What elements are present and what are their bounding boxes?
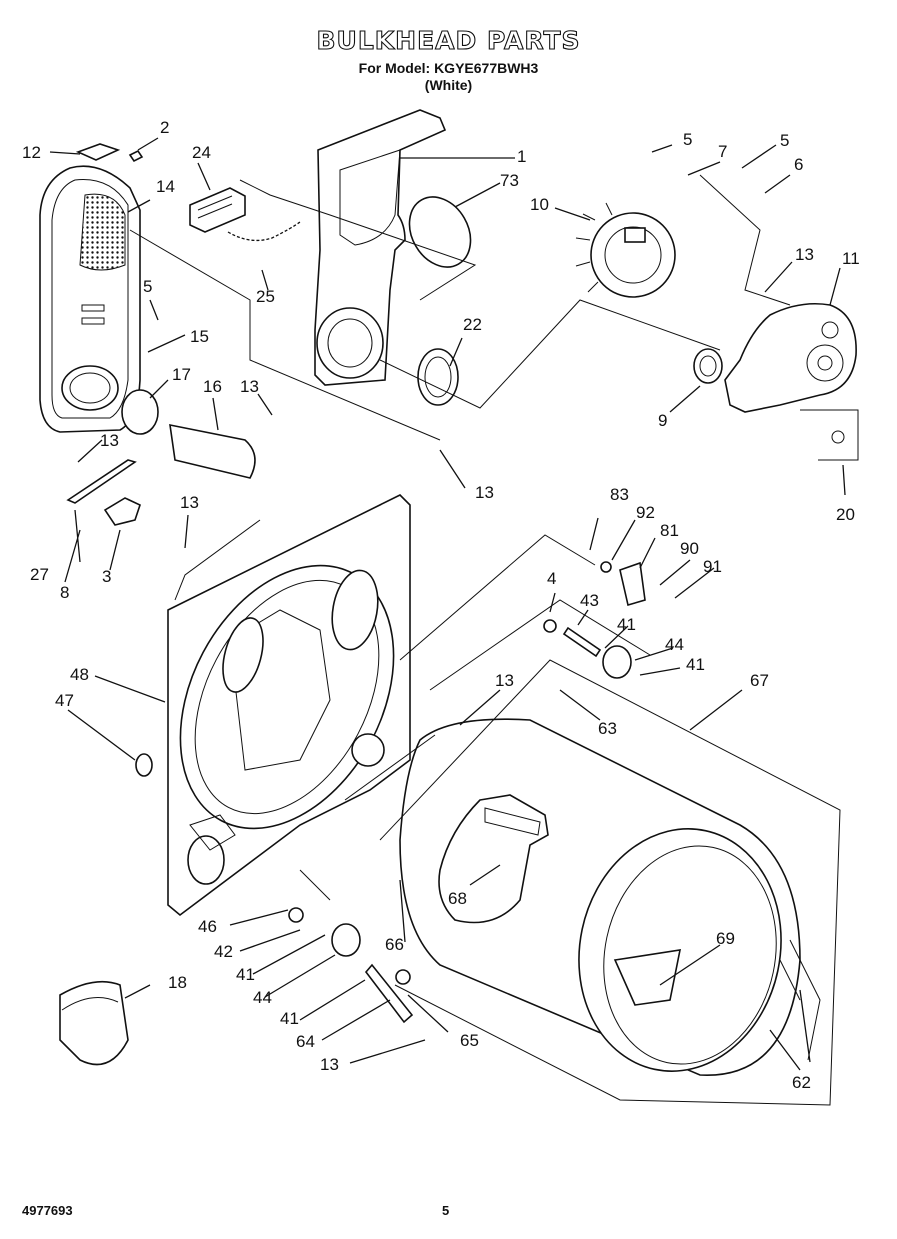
callout-label: 2 <box>160 118 169 137</box>
callout-label: 66 <box>385 935 404 954</box>
callout-label: 12 <box>22 143 41 162</box>
callout-label: 22 <box>463 315 482 334</box>
callout-label: 13 <box>795 245 814 264</box>
page-title: BULKHEAD PARTS <box>316 25 581 55</box>
callout-label: 43 <box>580 591 599 610</box>
blower-fan <box>575 202 676 298</box>
callout-label: 15 <box>190 327 209 346</box>
callout-labels: 12 2 24 14 1 73 10 5 7 5 6 5 25 13 11 15… <box>22 118 860 1092</box>
callout-label: 67 <box>750 671 769 690</box>
callout-label: 10 <box>530 195 549 214</box>
callout-label: 44 <box>253 988 272 1007</box>
color-line: (White) <box>424 77 473 93</box>
callout-label: 91 <box>703 557 722 576</box>
callout-label: 63 <box>598 719 617 738</box>
callout-label: 4 <box>547 569 556 588</box>
dryer-drum <box>399 718 821 1076</box>
callout-label: 7 <box>718 142 727 161</box>
blower-housing <box>693 302 857 413</box>
front-console-panel <box>39 165 141 433</box>
roller-assembly <box>135 561 646 1024</box>
bulkhead-upper-panel <box>314 109 472 406</box>
drive-belt <box>59 980 129 1066</box>
callout-label: 62 <box>792 1073 811 1092</box>
callout-label: 41 <box>617 615 636 634</box>
terminal-block-and-harness <box>189 187 301 242</box>
callout-label: 5 <box>683 130 692 149</box>
callout-label: 64 <box>296 1032 315 1051</box>
assembly-guide-lines <box>129 174 841 1106</box>
model-line: For Model: KGYE677BWH3 <box>358 60 539 76</box>
callout-label: 41 <box>236 965 255 984</box>
callout-label: 90 <box>680 539 699 558</box>
clip-part <box>75 143 144 163</box>
callout-label: 42 <box>214 942 233 961</box>
callout-label: 81 <box>660 521 679 540</box>
front-bulkhead-panel <box>167 494 411 917</box>
callout-label: 6 <box>794 155 803 174</box>
callout-label: 65 <box>460 1031 479 1050</box>
callout-label: 14 <box>156 177 175 196</box>
callout-label: 44 <box>665 635 684 654</box>
document-number: 4977693 <box>22 1203 73 1218</box>
callout-leader-lines <box>49 137 846 1071</box>
callout-label: 8 <box>60 583 69 602</box>
callout-label: 5 <box>143 277 152 296</box>
callout-label: 47 <box>55 691 74 710</box>
callout-label: 5 <box>780 131 789 150</box>
callout-label: 11 <box>842 249 860 268</box>
callout-label: 13 <box>495 671 514 690</box>
callout-label: 73 <box>500 171 519 190</box>
callout-label: 3 <box>102 567 111 586</box>
page-number: 5 <box>442 1203 450 1218</box>
callout-label: 13 <box>240 377 259 396</box>
lower-bracket <box>66 459 141 526</box>
callout-label: 41 <box>686 655 705 674</box>
callout-label: 13 <box>100 431 119 450</box>
callout-label: 46 <box>198 917 217 936</box>
callout-label: 25 <box>256 287 275 306</box>
callout-label: 1 <box>517 147 526 166</box>
callout-label: 24 <box>192 143 211 162</box>
callout-label: 41 <box>280 1009 299 1028</box>
callout-label: 18 <box>168 973 187 992</box>
callout-label: 9 <box>658 411 667 430</box>
callout-label: 16 <box>203 377 222 396</box>
callout-label: 13 <box>180 493 199 512</box>
callout-label: 17 <box>172 365 191 384</box>
thermistor-sensor <box>800 409 859 461</box>
model-subtitle: For Model: KGYE677BWH3 (White) <box>0 60 897 94</box>
exhaust-duct <box>121 389 256 479</box>
callout-label: 20 <box>836 505 855 524</box>
callout-label: 13 <box>475 483 494 502</box>
callout-label: 48 <box>70 665 89 684</box>
callout-label: 83 <box>610 485 629 504</box>
callout-label: 69 <box>716 929 735 948</box>
callout-label: 13 <box>320 1055 339 1074</box>
callout-label: 68 <box>448 889 467 908</box>
callout-label: 92 <box>636 503 655 522</box>
callout-label: 27 <box>30 565 49 584</box>
